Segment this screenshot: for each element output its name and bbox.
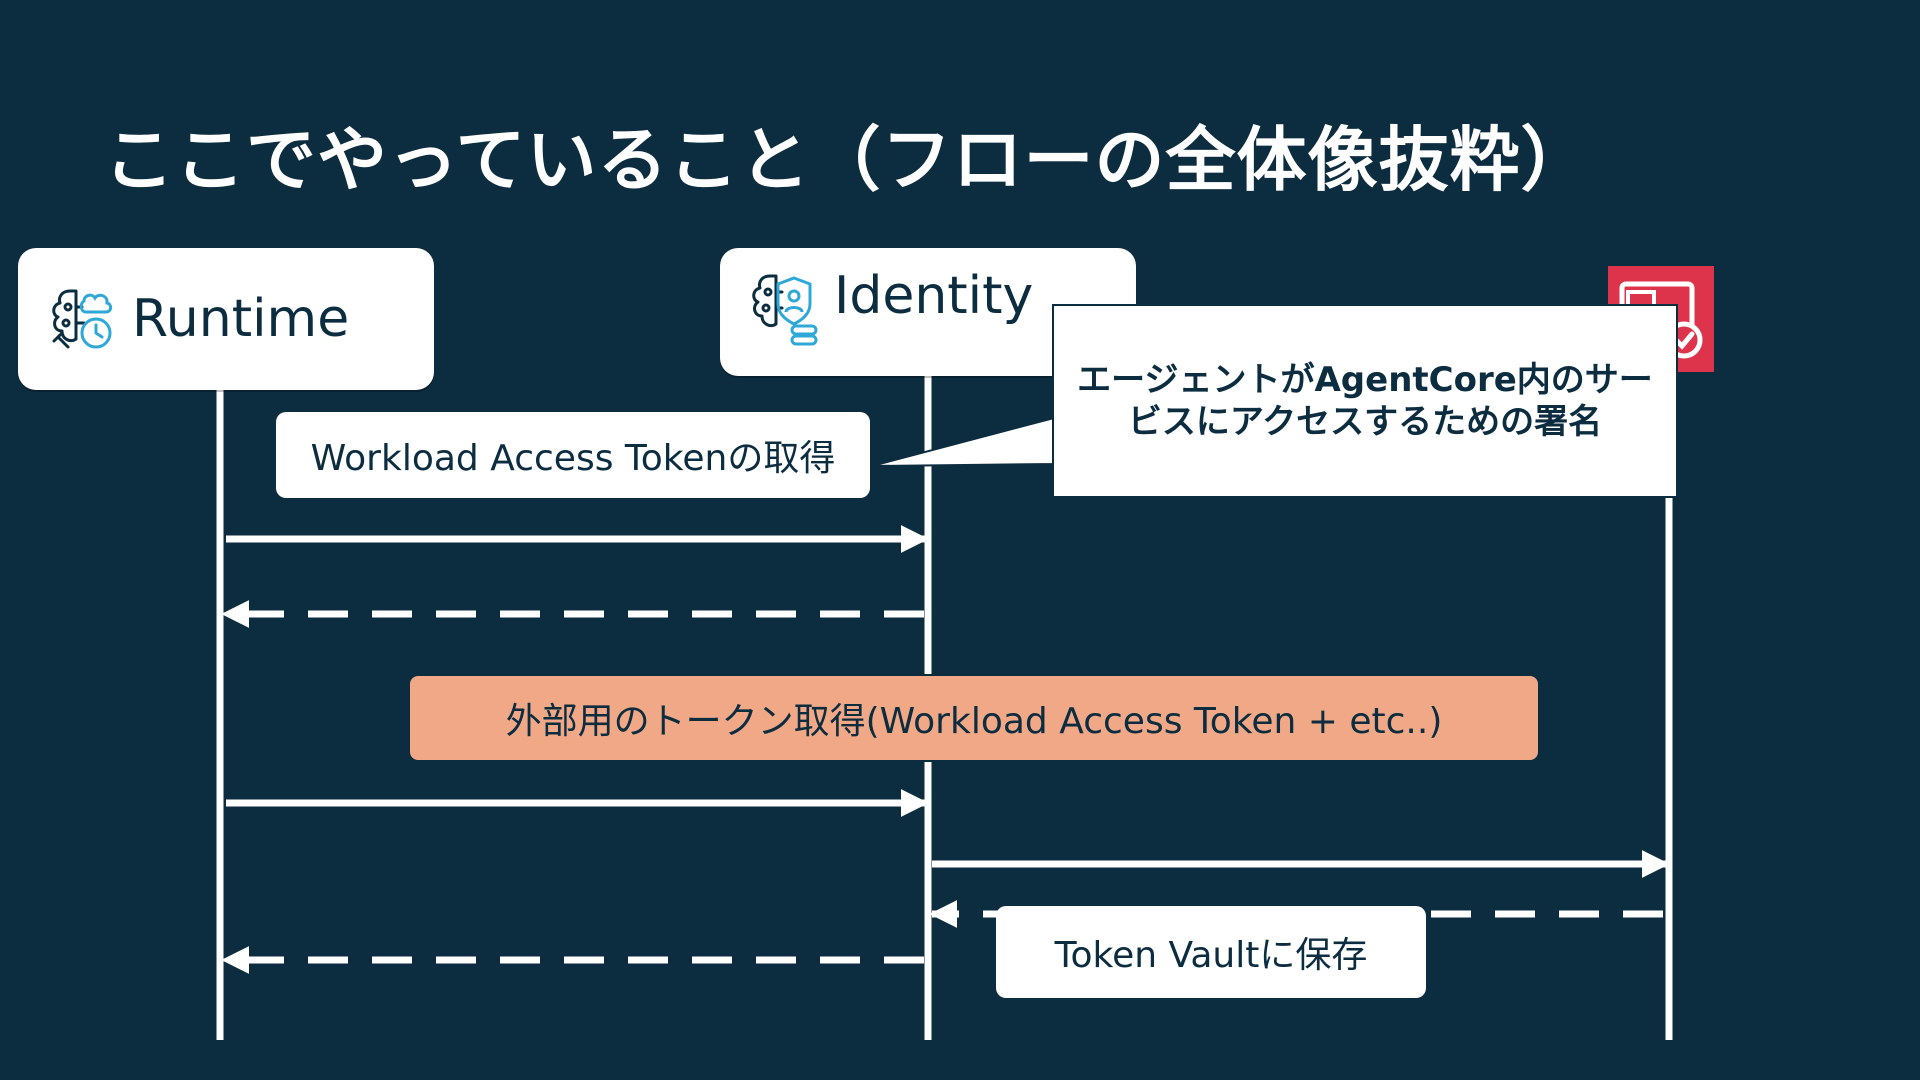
callout-line-2: ビスにアクセスするための署名 (1127, 402, 1603, 442)
callout-pointer (871, 416, 1055, 467)
identity-label: Identity (834, 266, 1034, 326)
signature-callout: エージェントがAgentCore内のサー ビスにアクセスするための署名 (1052, 304, 1678, 498)
message-get-workload-token: Workload Access Tokenの取得 (276, 412, 870, 498)
slide-title: ここでやっていること（フローの全体像抜粋） (104, 119, 1592, 201)
brain-cloud-gear-icon (52, 289, 113, 349)
message-save-token-vault: Token Vaultに保存 (996, 906, 1426, 998)
runtime-participant: Runtime (18, 248, 434, 390)
brain-user-shield-icon (752, 274, 818, 346)
runtime-label: Runtime (132, 289, 350, 349)
message-external-token: 外部用のトークン取得(Workload Access Token + etc..… (408, 674, 1540, 762)
callout-line-1: エージェントがAgentCore内のサー (1077, 359, 1653, 400)
